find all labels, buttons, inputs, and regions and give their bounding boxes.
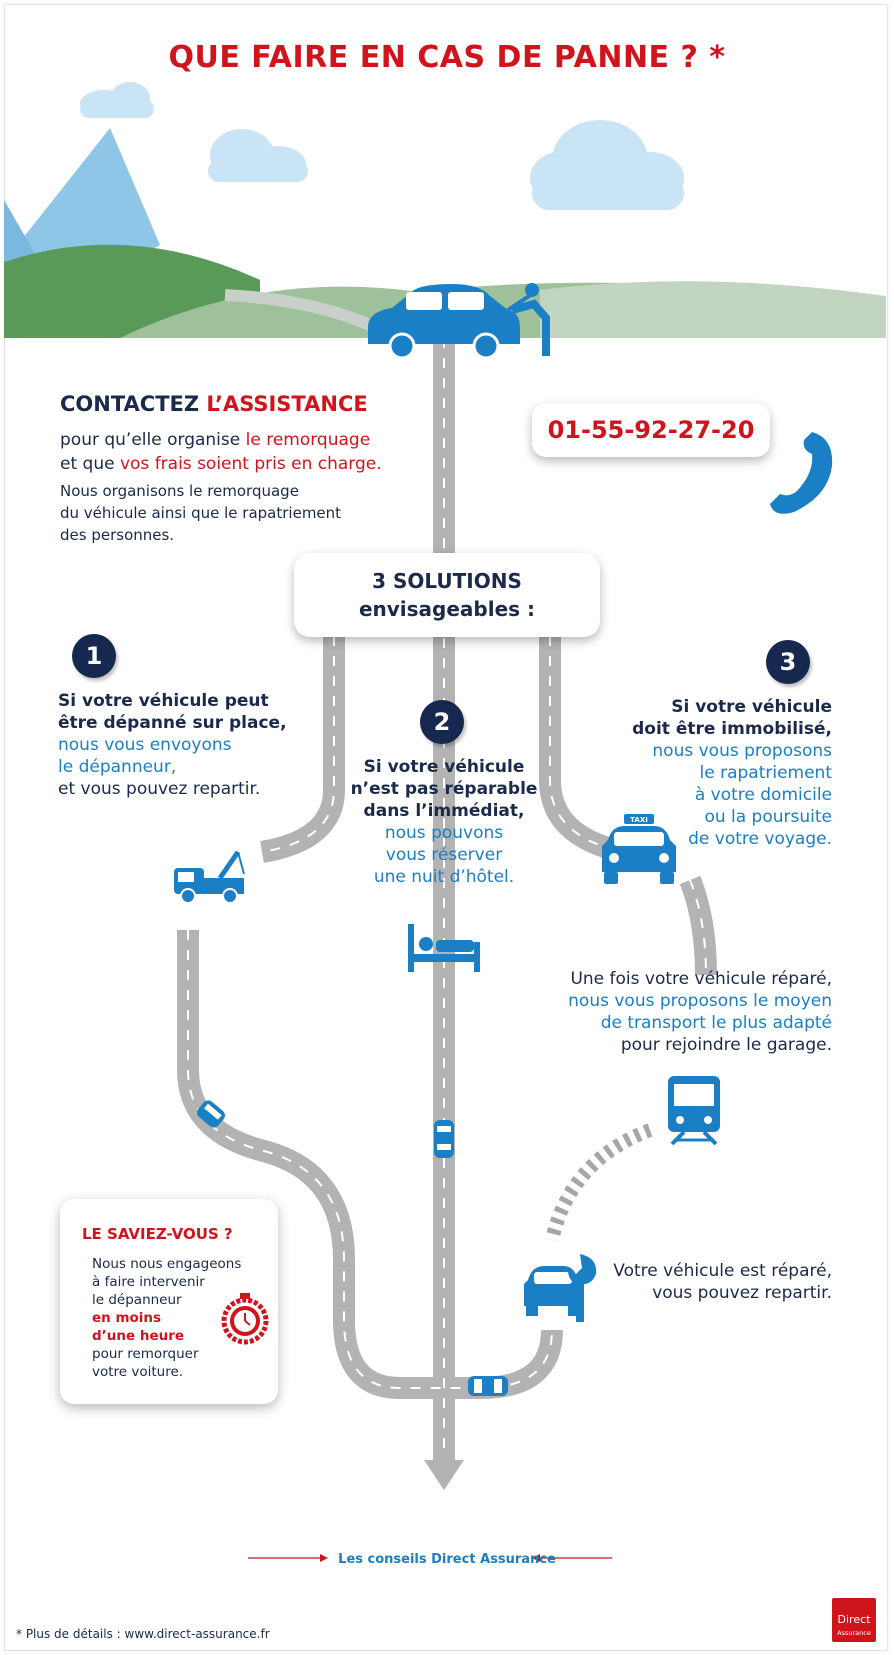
page-title: QUE FAIRE EN CAS DE PANNE ? *: [168, 40, 726, 75]
logo-line1: Direct: [837, 1613, 871, 1626]
phone-number[interactable]: 01-55-92-27-20: [532, 403, 770, 457]
saviez-line4: en moins: [92, 1310, 162, 1326]
tow-truck-icon: [174, 850, 245, 904]
contact-heading-part1: CONTACTEZ: [60, 392, 207, 416]
option2-bold3: dans l’immédiat,: [363, 801, 525, 821]
saviez-line3: le dépanneur: [92, 1292, 182, 1308]
option1-blue2: le dépanneur,: [58, 757, 177, 777]
option3-blue2: le rapatriement: [699, 763, 833, 783]
bubble-tail: [744, 456, 772, 476]
saviez-line7: votre voiture.: [92, 1364, 184, 1380]
option2-blue1: nous pouvons: [384, 823, 504, 843]
taxi-label: TAXI: [630, 816, 648, 824]
option3-number: 3: [766, 640, 810, 684]
broken-car-icon: [367, 283, 550, 360]
contact-line2-b: vos frais soient pris en charge.: [119, 454, 382, 474]
repaired-plain1: Une fois votre véhicule réparé,: [570, 969, 832, 989]
car-on-road-icon: [197, 1100, 225, 1128]
option1-plain: et vous pouvez repartir.: [58, 779, 261, 799]
did-you-know-body: Nous nous engageons à faire intervenir l…: [92, 1255, 241, 1381]
option1-bold1: Si votre véhicule peut: [58, 691, 269, 711]
solutions-box: 3 SOLUTIONS envisageables :: [294, 553, 600, 637]
contact-sub3: des personnes.: [60, 526, 175, 544]
option3-bold1: Si votre véhicule: [671, 697, 832, 717]
final-line2: vous pouvez repartir.: [652, 1283, 832, 1303]
footer-tagline: Les conseils Direct Assurance: [338, 1552, 556, 1567]
bed-icon: [408, 924, 480, 972]
repaired-car-icon: [524, 1254, 597, 1322]
road-arrow-tip: [424, 1460, 464, 1490]
option3-text: Si votre véhicule doit être immobilisé, …: [582, 696, 832, 850]
taxi-icon: TAXI: [602, 814, 676, 884]
option2-text: Si votre véhicule n’est pas réparable da…: [334, 756, 554, 888]
final-text: Votre véhicule est réparé, vous pouvez r…: [600, 1260, 832, 1304]
option3-blue5: de votre voyage.: [688, 829, 832, 849]
saviez-line1: Nous nous engageons: [92, 1256, 242, 1272]
option2-blue2: vous réserver: [385, 845, 503, 865]
train-icon: [668, 1076, 720, 1146]
option3-blue3: à votre domicile: [694, 785, 832, 805]
option1-text: Si votre véhicule peut être dépanné sur …: [58, 690, 287, 800]
stopwatch-icon: [221, 1293, 269, 1345]
car-on-road-icon: [434, 1120, 454, 1158]
contact-heading-part2: L’ASSISTANCE: [206, 392, 368, 416]
repaired-blue1: nous vous proposons le moyen: [568, 991, 832, 1011]
contact-sub2: du véhicule ainsi que le rapatriement: [60, 504, 342, 522]
saviez-line6: pour remorquer: [92, 1346, 199, 1362]
solutions-line2: envisageables :: [358, 597, 536, 621]
car-on-road-icon: [468, 1376, 508, 1396]
logo-line2: Assurance: [837, 1629, 871, 1637]
option3-blue4: ou la poursuite: [704, 807, 832, 827]
mountain: [4, 128, 160, 262]
option2-bold2: n’est pas réparable: [350, 779, 538, 799]
did-you-know-box: LE SAVIEZ-VOUS ? Nous nous engageons à f…: [60, 1199, 278, 1404]
solutions-line1: 3 SOLUTIONS: [372, 569, 522, 593]
direct-assurance-logo: Direct Assurance: [832, 1598, 876, 1642]
final-line1: Votre véhicule est réparé,: [613, 1261, 832, 1281]
contact-subtext: Nous organisons le remorquage du véhicul…: [60, 480, 341, 546]
saviez-line5: d’une heure: [92, 1328, 185, 1344]
option2-number: 2: [420, 700, 464, 744]
option2-bold1: Si votre véhicule: [363, 757, 525, 777]
saviez-line2: à faire intervenir: [92, 1274, 205, 1290]
repaired-text: Une fois votre véhicule réparé, nous vou…: [540, 968, 832, 1056]
option1-blue1: nous vous envoyons: [58, 735, 232, 755]
contact-line1-b: le remorquage: [245, 430, 371, 450]
contact-heading: CONTACTEZ L’ASSISTANCE: [60, 392, 368, 416]
road-markings: [187, 338, 707, 1455]
option3-bold2: doit être immobilisé,: [632, 719, 832, 739]
option3-blue1: nous vous proposons: [652, 741, 832, 761]
repaired-plain2: pour rejoindre le garage.: [620, 1035, 832, 1055]
phone-icon: [770, 432, 833, 514]
clouds: [80, 82, 684, 210]
rail-track: [545, 1123, 653, 1242]
did-you-know-heading: LE SAVIEZ-VOUS ?: [82, 1225, 233, 1243]
contact-line2-a: et que: [60, 454, 120, 474]
contact-sub1: Nous organisons le remorquage: [60, 482, 299, 500]
option1-bold2: être dépanné sur place,: [58, 713, 287, 733]
option2-blue3: une nuit d’hôtel.: [373, 867, 515, 887]
contact-line1-a: pour qu’elle organise: [60, 430, 246, 450]
option1-number: 1: [72, 634, 116, 678]
contact-description: pour qu’elle organise le remorquage et q…: [60, 428, 382, 476]
footer-note[interactable]: * Plus de détails : www.direct-assurance…: [16, 1627, 270, 1641]
repaired-blue2: de transport le plus adapté: [600, 1013, 832, 1033]
